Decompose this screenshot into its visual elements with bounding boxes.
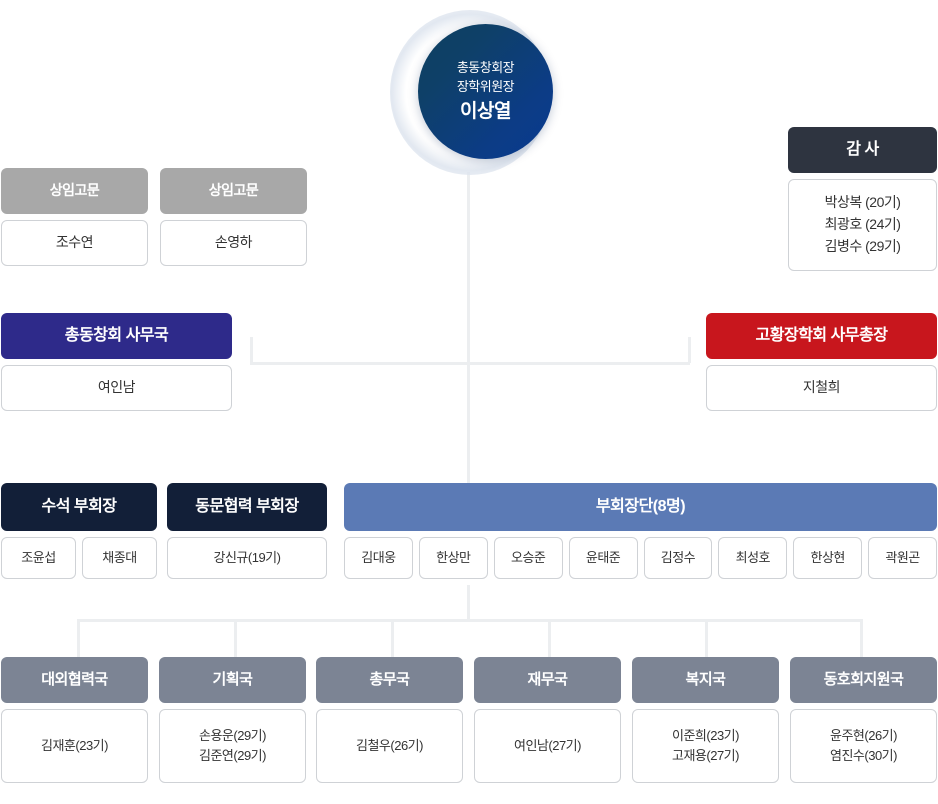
vp-group-member: 김대웅 xyxy=(344,537,413,579)
dept-node-3[interactable]: 총무국 김철우(26기) xyxy=(316,657,463,783)
vp-group-member: 최성호 xyxy=(718,537,788,579)
dept-1-title: 대외협력국 xyxy=(1,657,148,703)
connector-drop-secretariat xyxy=(250,337,253,363)
audit-member: 최광호 (24기) xyxy=(824,216,901,233)
dept-node-4[interactable]: 재무국 여인남(27기) xyxy=(474,657,621,783)
dept-5-body: 이준희(23기) 고재용(27기) xyxy=(632,709,779,783)
dept-2-member: 손용운(29기) xyxy=(199,727,266,743)
dept-node-2[interactable]: 기획국 손용운(29기) 김준연(29기) xyxy=(159,657,306,783)
audit-member: 박상복 (20기) xyxy=(824,194,901,211)
dept-4-title: 재무국 xyxy=(474,657,621,703)
vice-chair-1-members: 조윤섭 채종대 xyxy=(1,537,157,579)
connector-drop-dept-6 xyxy=(860,619,863,659)
dept-1-body: 김재훈(23기) xyxy=(1,709,148,783)
dept-node-5[interactable]: 복지국 이준희(23기) 고재용(27기) xyxy=(632,657,779,783)
scholarship-body: 지철희 xyxy=(706,365,937,411)
dept-3-member: 김철우(26기) xyxy=(356,737,423,753)
vp-group-member: 곽원곤 xyxy=(868,537,937,579)
audit-member: 김병수 (29기) xyxy=(824,237,901,254)
connector-drop-dept-4 xyxy=(548,619,551,659)
chairman-name: 이상열 xyxy=(460,100,511,122)
audit-title: 감 사 xyxy=(788,127,937,173)
advisor-1-name: 조수연 xyxy=(55,234,94,251)
dept-6-body: 윤주현(26기) 염진수(30기) xyxy=(790,709,937,783)
dept-6-title: 동호회지원국 xyxy=(790,657,937,703)
scholarship-title: 고황장학회 사무총장 xyxy=(706,313,937,359)
audit-node[interactable]: 감 사 박상복 (20기) 최광호 (24기) 김병수 (29기) xyxy=(788,127,937,271)
vice-chair-1-member: 채종대 xyxy=(82,537,157,579)
vp-group-members: 김대웅 한상만 오승준 윤태준 김정수 최성호 한상현 곽원곤 xyxy=(344,537,937,579)
connector-trunk-lower xyxy=(467,585,470,622)
secretariat-body: 여인남 xyxy=(1,365,232,411)
dept-5-member: 고재용(27기) xyxy=(672,748,739,763)
vp-group-node[interactable]: 부회장단(8명) 김대웅 한상만 오승준 윤태준 김정수 최성호 한상현 곽원곤 xyxy=(344,483,937,579)
advisor-2-name: 손영하 xyxy=(214,234,253,251)
dept-4-body: 여인남(27기) xyxy=(474,709,621,783)
vp-group-member: 한상현 xyxy=(793,537,863,579)
dept-6-member: 염진수(30기) xyxy=(830,748,897,763)
chairman-role-line1: 총동창회장 xyxy=(456,59,515,75)
connector-office-bus xyxy=(250,362,690,365)
secretariat-node[interactable]: 총동창회 사무국 여인남 xyxy=(1,313,232,411)
scholarship-node[interactable]: 고황장학회 사무총장 지철희 xyxy=(706,313,937,411)
connector-drop-dept-3 xyxy=(391,619,394,659)
vp-group-member: 윤태준 xyxy=(568,537,638,579)
vice-chair-2-member: 강신규(19기) xyxy=(167,537,327,579)
vice-chair-1-title: 수석 부회장 xyxy=(1,483,157,531)
secretariat-name: 여인남 xyxy=(97,379,136,396)
vp-group-member: 김정수 xyxy=(643,537,713,579)
dept-node-6[interactable]: 동호회지원국 윤주현(26기) 염진수(30기) xyxy=(790,657,937,783)
dept-5-member: 이준희(23기) xyxy=(672,727,739,743)
chairman-role-line2: 장학위원장 xyxy=(456,78,515,94)
connector-dept-bus xyxy=(77,619,863,622)
connector-trunk-upper xyxy=(467,172,470,364)
dept-1-member: 김재훈(23기) xyxy=(41,737,108,753)
connector-drop-dept-2 xyxy=(234,619,237,659)
advisor-node-2[interactable]: 상임고문 손영하 xyxy=(160,168,307,266)
dept-5-title: 복지국 xyxy=(632,657,779,703)
vice-chair-node-1[interactable]: 수석 부회장 조윤섭 채종대 xyxy=(1,483,157,579)
dept-node-1[interactable]: 대외협력국 김재훈(23기) xyxy=(1,657,148,783)
connector-drop-dept-1 xyxy=(77,619,80,659)
dept-4-member: 여인남(27기) xyxy=(514,737,581,753)
vice-chair-node-2[interactable]: 동문협력 부회장 강신규(19기) xyxy=(167,483,327,579)
dept-2-title: 기획국 xyxy=(159,657,306,703)
vice-chair-2-title: 동문협력 부회장 xyxy=(167,483,327,531)
vice-chair-2-members: 강신규(19기) xyxy=(167,537,327,579)
vp-group-member: 한상만 xyxy=(418,537,488,579)
dept-6-member: 윤주현(26기) xyxy=(830,727,897,743)
dept-2-body: 손용운(29기) 김준연(29기) xyxy=(159,709,306,783)
vp-group-member: 오승준 xyxy=(493,537,563,579)
chairman-node[interactable]: 총동창회장 장학위원장 이상열 xyxy=(390,10,553,175)
advisor-1-body: 조수연 xyxy=(1,220,148,266)
dept-3-body: 김철우(26기) xyxy=(316,709,463,783)
vp-group-title: 부회장단(8명) xyxy=(344,483,937,531)
chairman-disc: 총동창회장 장학위원장 이상열 xyxy=(418,24,553,159)
connector-drop-scholarship xyxy=(688,337,691,363)
connector-trunk-mid xyxy=(467,362,470,484)
advisor-2-title: 상임고문 xyxy=(160,168,307,214)
scholarship-name: 지철희 xyxy=(802,379,841,396)
advisor-node-1[interactable]: 상임고문 조수연 xyxy=(1,168,148,266)
dept-2-member: 김준연(29기) xyxy=(199,748,266,763)
secretariat-title: 총동창회 사무국 xyxy=(1,313,232,359)
advisor-1-title: 상임고문 xyxy=(1,168,148,214)
advisor-2-body: 손영하 xyxy=(160,220,307,266)
connector-drop-dept-5 xyxy=(705,619,708,659)
audit-body: 박상복 (20기) 최광호 (24기) 김병수 (29기) xyxy=(788,179,937,271)
dept-3-title: 총무국 xyxy=(316,657,463,703)
vice-chair-1-member: 조윤섭 xyxy=(1,537,76,579)
